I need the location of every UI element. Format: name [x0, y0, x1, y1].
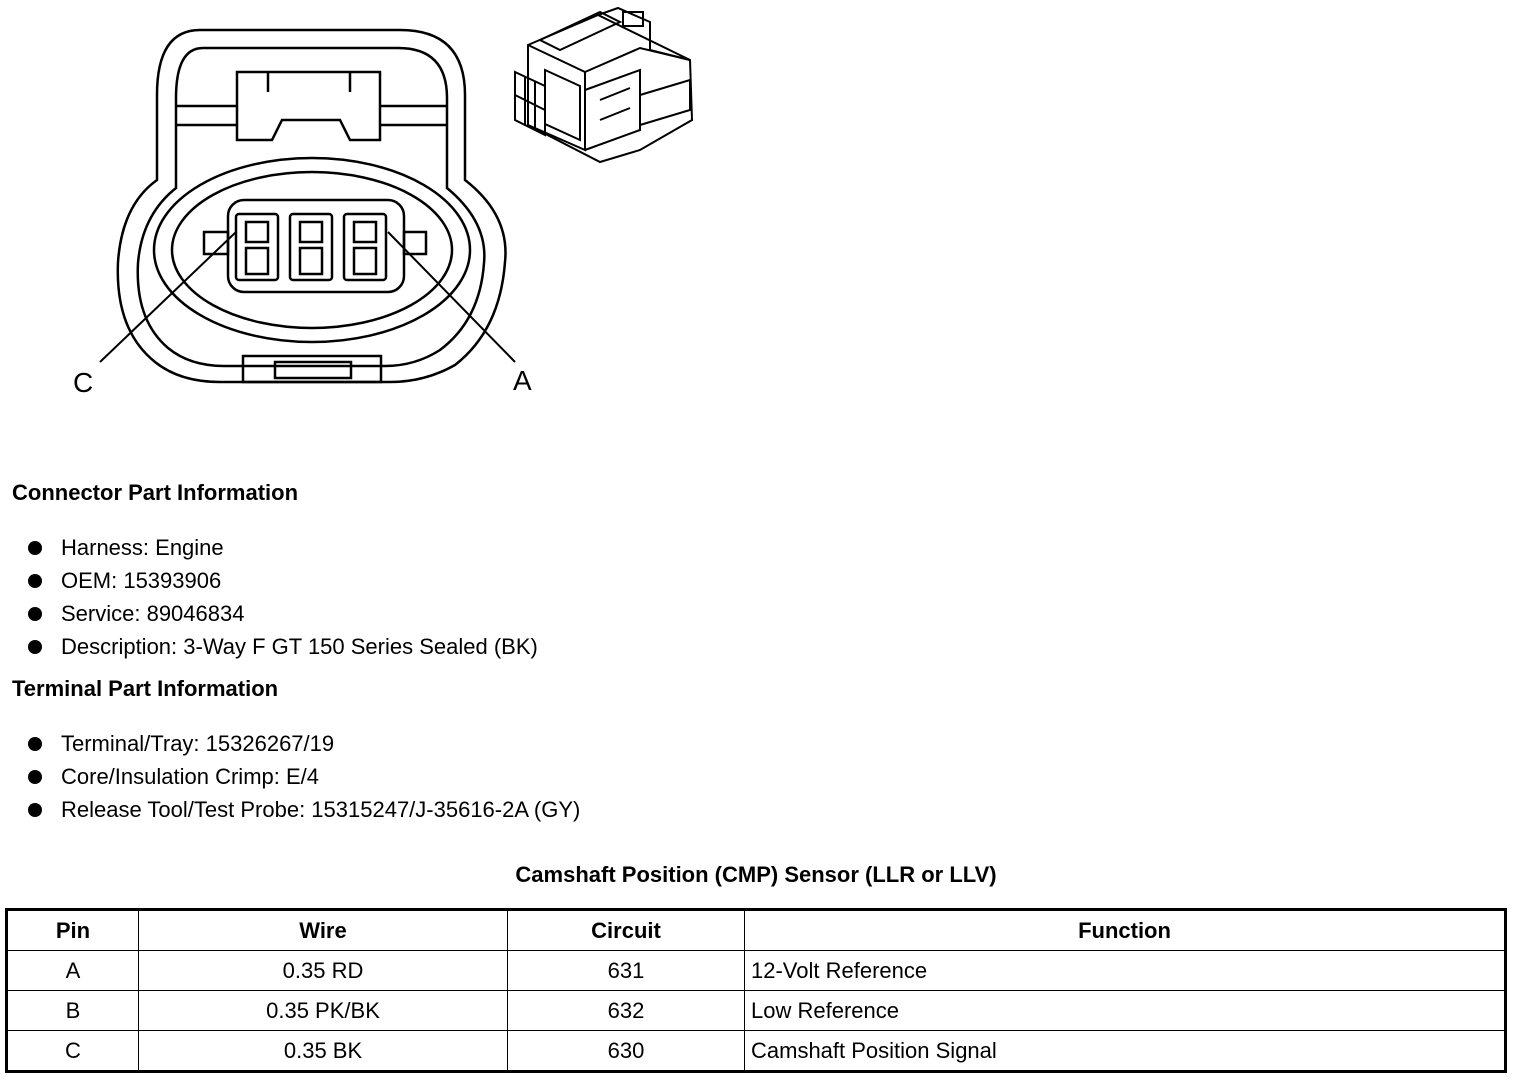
cell-circuit: 632 [507, 990, 745, 1031]
bullet-icon [28, 573, 42, 588]
connector-part-info-list: Harness: Engine OEM: 15393906 Service: 8… [28, 531, 538, 663]
connector-face-diagram: C A [73, 6, 694, 398]
list-item: Core/Insulation Crimp: E/4 [28, 760, 580, 793]
connector-outer-housing [116, 28, 507, 384]
cell-pin: A [6, 950, 139, 991]
pin-table-title: Camshaft Position (CMP) Sensor (LLR or L… [515, 862, 997, 887]
connector-isometric-view [514, 6, 694, 164]
bullet-icon [28, 802, 42, 817]
lock-bottom [241, 354, 383, 384]
header-circuit: Circuit [507, 909, 745, 951]
mating-face-outer [152, 156, 472, 344]
table-row: A 0.35 RD 631 12-Volt Reference [6, 950, 1506, 991]
pin-label-a: A [513, 365, 532, 396]
cell-wire: 0.35 RD [138, 950, 508, 991]
cell-wire: 0.35 PK/BK [138, 990, 508, 1031]
cell-circuit: 630 [507, 1030, 745, 1072]
leader-line-c [99, 231, 237, 363]
pin-label-c: C [73, 367, 93, 398]
mating-face-inner [170, 170, 454, 330]
terminal-part-info-list: Terminal/Tray: 15326267/19 Core/Insulati… [28, 727, 580, 826]
list-item: Service: 89046834 [28, 597, 538, 630]
table-row: B 0.35 PK/BK 632 Low Reference [6, 990, 1506, 1031]
bullet-icon [28, 606, 42, 621]
cell-function: 12-Volt Reference [744, 950, 1506, 991]
table-row: C 0.35 BK 630 Camshaft Position Signal [6, 1030, 1506, 1072]
connector-part-info-heading: Connector Part Information [12, 480, 299, 505]
bullet-icon [28, 540, 42, 555]
list-item: Terminal/Tray: 15326267/19 [28, 727, 580, 760]
header-pin: Pin [6, 909, 139, 951]
cell-circuit: 631 [507, 950, 745, 991]
header-wire: Wire [138, 909, 508, 951]
latch-top [235, 70, 382, 142]
cell-pin: C [6, 1030, 139, 1072]
terminal-part-info-heading: Terminal Part Information [12, 676, 279, 701]
cell-pin: B [6, 990, 139, 1031]
table-header-row: Pin Wire Circuit Function [6, 909, 1506, 951]
cell-function: Low Reference [744, 990, 1506, 1031]
bullet-icon [28, 639, 42, 654]
bullet-icon [28, 769, 42, 784]
terminal-cavities [234, 212, 388, 282]
bullet-icon [28, 736, 42, 751]
connector-housing-inner-rim [136, 46, 486, 368]
cell-wire: 0.35 BK [138, 1030, 508, 1072]
list-item: Release Tool/Test Probe: 15315247/J-3561… [28, 793, 580, 826]
leader-line-a [387, 231, 516, 363]
header-function: Function [744, 909, 1506, 951]
cell-function: Camshaft Position Signal [744, 1030, 1506, 1072]
list-item: OEM: 15393906 [28, 564, 538, 597]
list-item: Description: 3-Way F GT 150 Series Seale… [28, 630, 538, 663]
list-item: Harness: Engine [28, 531, 538, 564]
pin-table: Pin Wire Circuit Function A 0.35 RD 631 … [5, 908, 1507, 1073]
